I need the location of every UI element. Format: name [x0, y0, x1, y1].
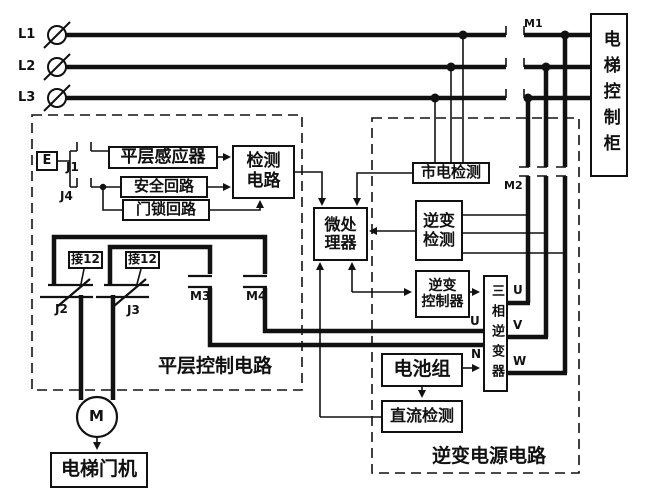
n-feed-wire	[207, 288, 484, 348]
door-lock-loop-box: 门锁回路	[122, 199, 210, 221]
e-terminal-label: E	[42, 152, 52, 168]
door-machine-box: 电梯门机	[50, 452, 148, 488]
microprocessor-line2: 理器	[324, 233, 357, 252]
microprocessor-box: 微处 理器	[313, 207, 368, 261]
mains-detection-label: 市电检测	[420, 163, 481, 182]
jie12-b-label: 接12	[128, 252, 157, 267]
jie12-box-b: 接12	[125, 251, 160, 269]
u-feed-wire	[262, 288, 484, 334]
contact-symbols	[40, 274, 267, 307]
motor-label: M	[89, 407, 104, 425]
door-machine-label: 电梯门机	[60, 458, 137, 481]
three-phase-inverter-box: 三相逆变器	[483, 275, 508, 392]
m2-contact-c	[519, 166, 529, 177]
m1-contact-l2	[505, 58, 525, 67]
control-cabinet-box: 电梯控制柜	[590, 13, 628, 177]
m1-contact-l3	[505, 89, 525, 98]
u-input-label: U	[470, 314, 480, 328]
m3-contact	[188, 274, 212, 289]
j3-switch-label: J3	[127, 303, 140, 317]
m4-contact-label: M4	[246, 289, 267, 303]
signal-wires	[58, 26, 566, 443]
j1-contact-label: J1	[66, 160, 79, 174]
m2-contact-b	[537, 166, 547, 177]
m2-contact-label: M2	[504, 179, 523, 192]
detection-circuit-line1: 检测	[246, 151, 281, 172]
battery-pack-box: 电池组	[381, 353, 463, 387]
m1-contact-l1	[505, 26, 525, 35]
arrowheads	[93, 153, 480, 450]
dc-detection-label: 直流检测	[389, 406, 454, 426]
dc-detection-box: 直流检测	[381, 400, 463, 433]
phase-l1-label: L1	[18, 27, 36, 42]
j2-switch	[40, 278, 93, 307]
mains-detection-box: 市电检测	[412, 162, 490, 184]
phase-l3-label: L3	[18, 90, 36, 105]
safety-loop-box: 安全回路	[120, 176, 208, 198]
door-lock-loop-label: 门锁回路	[135, 200, 196, 219]
fuses	[43, 21, 71, 112]
inverter-controller-line2: 控制器	[421, 294, 464, 310]
mains-to-micro	[356, 172, 412, 200]
phase-l2-label: L2	[18, 59, 36, 74]
j4-contact	[70, 178, 120, 188]
inverter-detection-box: 逆变 检测	[415, 200, 463, 261]
door-lock-branch	[102, 187, 122, 211]
dcdet-to-micro	[319, 268, 381, 418]
power-wires	[51, 32, 590, 400]
j3-switch	[96, 278, 149, 307]
junction-dots	[99, 30, 570, 191]
m1-contact-label: M1	[524, 17, 543, 30]
leveling-sensor-label: 平层感应器	[120, 146, 206, 167]
m2-contact-a	[556, 166, 566, 177]
leveling-loop-inner	[107, 244, 213, 284]
leveling-sensor-box: 平层感应器	[108, 146, 218, 169]
inverter-circuit-title: 逆变电源电路	[432, 445, 547, 467]
fuse-slashes	[43, 21, 71, 112]
n-input-label: N	[471, 347, 482, 361]
motor-circle-icon	[75, 395, 119, 439]
jie12-leaders	[80, 268, 142, 285]
leveling-loop-outer	[51, 234, 268, 285]
inverter-controller-box: 逆变 控制器	[415, 270, 470, 318]
v-output-label: V	[513, 318, 523, 332]
u-output-label: U	[513, 283, 523, 297]
three-phase-inverter-label: 三相逆变器	[488, 283, 504, 384]
m4-contact	[243, 274, 267, 289]
detection-to-micro	[295, 171, 323, 200]
control-cabinet-label: 电梯控制柜	[599, 30, 620, 160]
leveling-circuit-frame	[31, 114, 303, 391]
detection-circuit-line2: 电路	[246, 171, 281, 191]
micro-invctrl-link	[351, 268, 406, 293]
safety-loop-label: 安全回路	[133, 177, 194, 196]
e-terminal-box: E	[36, 151, 58, 171]
w-output-label: W	[513, 354, 527, 368]
doorlock-to-detection	[210, 203, 261, 211]
leveling-circuit-title: 平层控制电路	[158, 355, 273, 377]
inverter-detection-line2: 检测	[422, 229, 455, 249]
m3-contact-label: M3	[190, 289, 211, 303]
e-branch-wire	[58, 151, 71, 187]
jie12-a-label: 接12	[71, 252, 100, 267]
microprocessor-line1: 微处	[324, 214, 357, 234]
j1-contact	[70, 142, 108, 152]
jie12-box-a: 接12	[68, 251, 103, 269]
detection-circuit-box: 检测 电路	[232, 145, 295, 199]
dashed-frames	[31, 114, 580, 474]
inverter-circuit-frame	[371, 117, 580, 474]
j2-switch-label: J2	[55, 302, 68, 316]
inverter-detection-line1: 逆变	[422, 211, 455, 231]
inverter-controller-line1: 逆变	[428, 277, 457, 294]
battery-pack-label: 电池组	[393, 358, 451, 381]
j4-contact-label: J4	[60, 189, 73, 203]
